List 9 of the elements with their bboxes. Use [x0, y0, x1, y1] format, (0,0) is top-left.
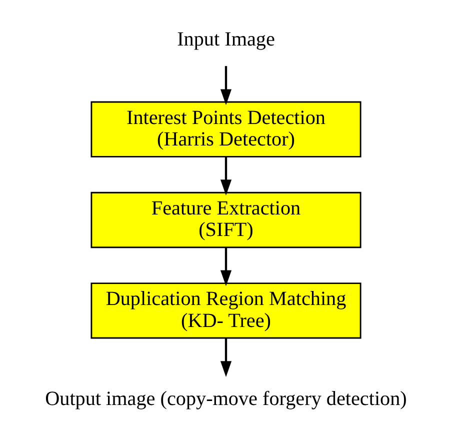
node-text: Input Image: [177, 28, 275, 50]
node-text: Output image (copy-move forgery detection): [45, 388, 407, 410]
arrow: [220, 66, 232, 106]
node-box: Duplication Region Matching (KD- Tree): [90, 282, 362, 339]
node-box: Feature Extraction (SIFT): [90, 192, 362, 248]
node-box: Interest Points Detection (Harris Detector): [90, 101, 362, 158]
arrow: [220, 248, 232, 286]
arrow: [220, 338, 232, 377]
arrow: [220, 157, 232, 196]
